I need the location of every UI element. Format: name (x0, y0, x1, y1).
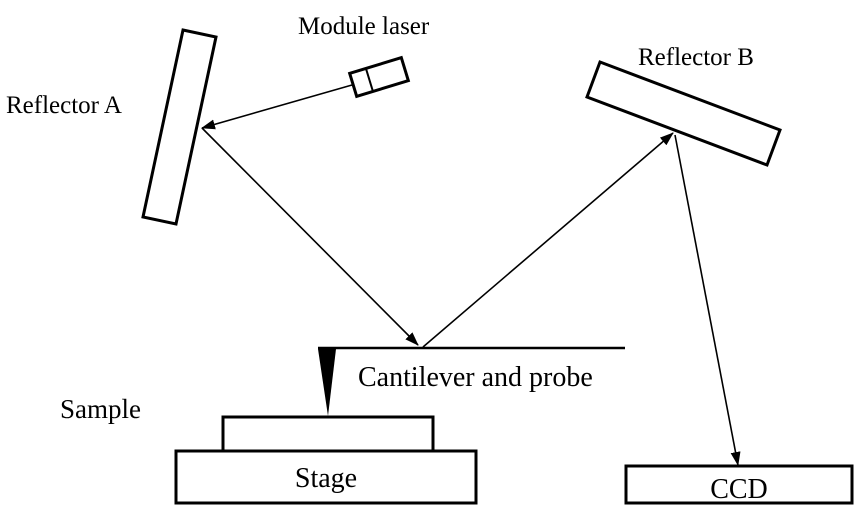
module-laser-label: Module laser (298, 13, 430, 40)
probe-tip (318, 349, 336, 416)
ccd-block (624, 464, 854, 505)
beam-reflector-b-to-ccd (674, 134, 741, 466)
reflector-b-mirror (585, 60, 782, 167)
reflector-b-label: Reflector B (638, 44, 754, 71)
ccd-label: CCD (710, 474, 768, 505)
sample-label: Sample (60, 394, 141, 424)
reflector-a-mirror (141, 28, 218, 226)
cantilever-label: Cantilever and probe (358, 362, 593, 393)
sample-block (221, 415, 435, 453)
reflector-a-label: Reflector A (6, 92, 122, 119)
beam-laser-to-reflector-a (201, 84, 353, 130)
beam-cantilever-to-reflector-b (422, 132, 674, 348)
stage-label: Stage (295, 463, 357, 494)
module-laser-device (347, 55, 411, 99)
beam-reflector-a-to-cantilever (201, 127, 419, 346)
stage-block (174, 449, 478, 505)
